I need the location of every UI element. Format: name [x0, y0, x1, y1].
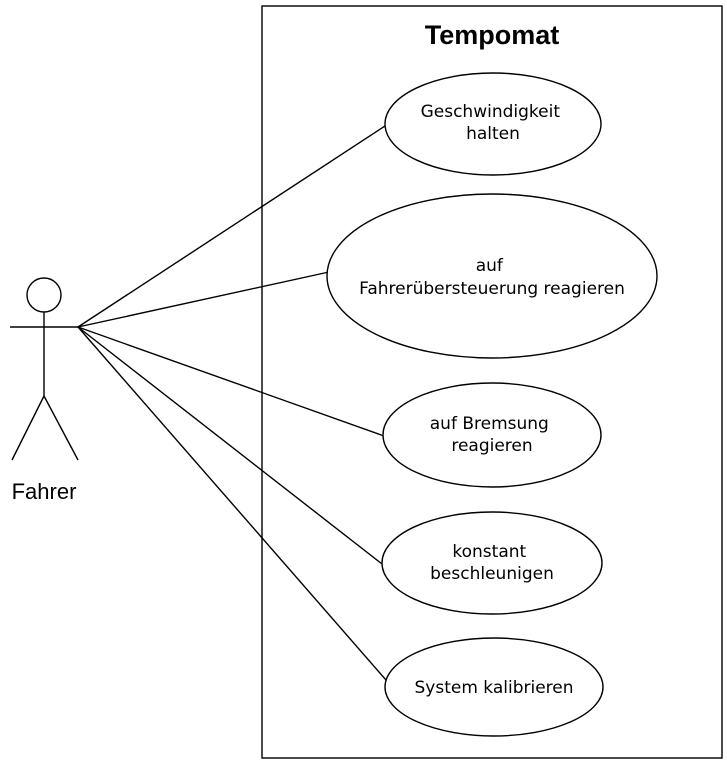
- use-case-label: System kalibrieren: [414, 678, 573, 698]
- use-case-label-line: System kalibrieren: [414, 678, 573, 698]
- use-case-fahreruebersteuerung-reagieren[interactable]: auf Fahrerübersteuerung reagieren: [326, 193, 658, 359]
- use-case-ellipse: [326, 193, 658, 359]
- use-case-label-line: Fahrerübersteuerung reagieren: [359, 279, 625, 299]
- use-case-label: konstant beschleunigen: [430, 542, 554, 584]
- association-uc2: [77, 271, 330, 328]
- use-case-system-kalibrieren[interactable]: System kalibrieren: [384, 637, 604, 737]
- use-case-bremsung-reagieren[interactable]: auf Bremsung reagieren: [382, 382, 602, 488]
- use-case-label-line: Geschwindigkeit: [421, 102, 561, 122]
- actor-fahrer[interactable]: [10, 277, 79, 461]
- use-case-label-line: auf Bremsung: [430, 414, 549, 434]
- system-boundary: [261, 5, 723, 759]
- actor-head: [26, 277, 62, 313]
- use-case-label-line: beschleunigen: [430, 564, 554, 584]
- use-case-label: auf Fahrerübersteuerung reagieren: [359, 256, 625, 299]
- association-uc5: [77, 326, 387, 681]
- association-uc1: [77, 123, 389, 328]
- use-case-ellipse: [381, 511, 603, 615]
- association-uc3: [77, 326, 385, 437]
- use-case-ellipse: [382, 382, 602, 488]
- system-title: Tempomat: [425, 20, 560, 50]
- actor-leg-left: [11, 395, 45, 461]
- association-uc4: [77, 326, 383, 565]
- use-case-label-line: halten: [466, 124, 520, 144]
- use-case-label: Geschwindigkeit halten: [421, 102, 566, 144]
- use-case-label-line: reagieren: [451, 436, 532, 456]
- actor-leg-right: [43, 395, 79, 461]
- actor-label: Fahrer: [12, 479, 77, 504]
- use-case-ellipse: [384, 72, 602, 176]
- use-case-konstant-beschleunigen[interactable]: konstant beschleunigen: [381, 511, 603, 615]
- use-case-geschwindigkeit-halten[interactable]: Geschwindigkeit halten: [384, 72, 602, 176]
- use-case-label-line: auf: [476, 256, 504, 276]
- use-case-label: auf Bremsung reagieren: [430, 414, 554, 456]
- associations: [77, 123, 389, 681]
- use-case-label-line: konstant: [452, 542, 526, 562]
- use-case-ellipse: [384, 637, 604, 737]
